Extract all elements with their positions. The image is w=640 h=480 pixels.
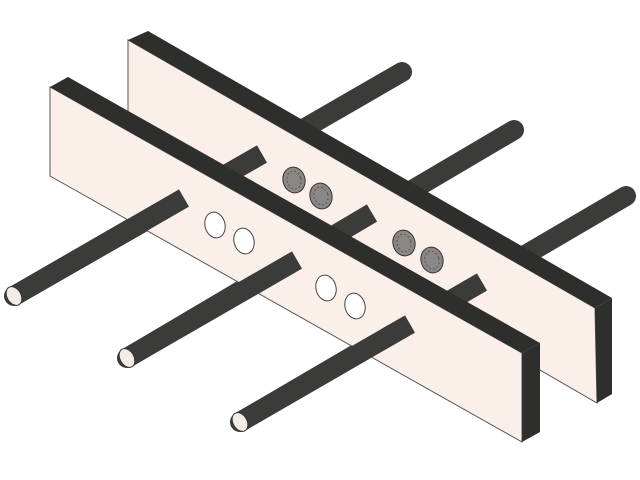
threaded-holes: [282, 166, 444, 274]
front-plate-top-face: [50, 77, 540, 353]
rod-end-cap: [5, 286, 23, 306]
rod-1-front: [9, 189, 189, 305]
back-plate-side-face: [595, 298, 612, 403]
rods-front-segments: [5, 189, 415, 432]
thread-icon: [424, 250, 440, 270]
front-plate-side-face: [522, 343, 540, 442]
hole: [204, 211, 226, 239]
thread-icon: [286, 170, 302, 190]
rod-3-front: [235, 315, 415, 431]
thread-icon: [313, 186, 329, 206]
back-plate-top-face: [128, 31, 612, 308]
clearance-holes: [204, 211, 366, 320]
thread-icon: [396, 233, 412, 253]
rod-end-cap: [231, 412, 249, 432]
rod-2-front: [122, 251, 302, 367]
hole: [344, 292, 366, 320]
hole: [233, 227, 255, 255]
hole: [315, 274, 337, 302]
rod-end-cap: [118, 348, 136, 368]
